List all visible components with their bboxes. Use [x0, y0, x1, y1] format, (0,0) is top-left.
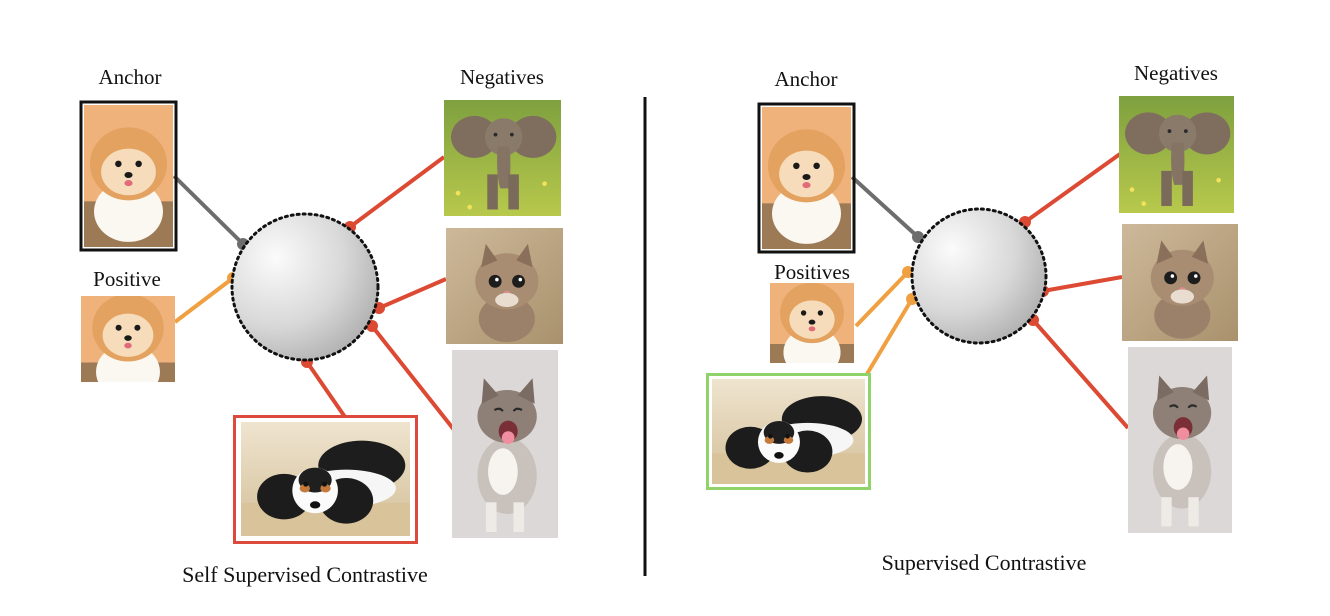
- right-negative-elephant-image: [1118, 96, 1235, 213]
- right-positive-dog-frame: [706, 373, 871, 490]
- right-anchor-image: [756, 107, 857, 249]
- left-negative-line-yawn: [370, 324, 457, 433]
- left-negative-line-elephant: [348, 155, 446, 229]
- right-panel: Anchor Negatives Positives Supervised Co…: [703, 61, 1239, 575]
- left-negative-line-dog: [305, 360, 347, 419]
- left-positive-label: Positive: [93, 267, 161, 291]
- left-negative-kitten-image: [446, 228, 563, 345]
- left-positive-image: [81, 273, 175, 405]
- left-negative-elephant-image: [444, 100, 561, 217]
- right-embedding-sphere: [910, 207, 1048, 345]
- right-positive-line-dog-dot: [906, 293, 918, 305]
- right-negatives-label: Negatives: [1134, 61, 1218, 85]
- left-positive-line: [173, 276, 235, 324]
- right-anchor-line: [850, 175, 920, 239]
- right-positive-line-pom: [854, 270, 910, 328]
- left-anchor-line: [172, 174, 245, 246]
- left-anchor-label: Anchor: [99, 65, 162, 89]
- left-caption: Self Supervised Contrastive: [182, 562, 428, 587]
- left-negative-yawn-image: [452, 349, 558, 540]
- right-caption: Supervised Contrastive: [882, 550, 1087, 575]
- right-positive-line-dog: [865, 297, 914, 376]
- right-negative-line-elephant: [1023, 152, 1122, 224]
- right-anchor-label: Anchor: [775, 67, 838, 91]
- left-negative-dog-frame: [233, 415, 418, 544]
- right-negative-yawn-image: [1128, 346, 1232, 533]
- left-anchor-frame: [79, 100, 178, 252]
- right-negative-line-kitten: [1042, 275, 1123, 293]
- left-negative-dog-image: [232, 422, 419, 536]
- left-negatives-label: Negatives: [460, 65, 544, 89]
- right-positives-label: Positives: [774, 260, 850, 284]
- right-positive-dog-image: [703, 379, 875, 484]
- right-negative-line-yawn: [1031, 318, 1130, 430]
- left-embedding-sphere: [230, 212, 380, 362]
- left-panel: Anchor Negatives Positive Self Supervise…: [78, 65, 563, 587]
- left-negative-line-kitten: [378, 277, 447, 310]
- left-anchor-image: [78, 105, 179, 247]
- right-anchor-frame: [757, 102, 856, 254]
- right-negative-kitten-image: [1122, 224, 1239, 341]
